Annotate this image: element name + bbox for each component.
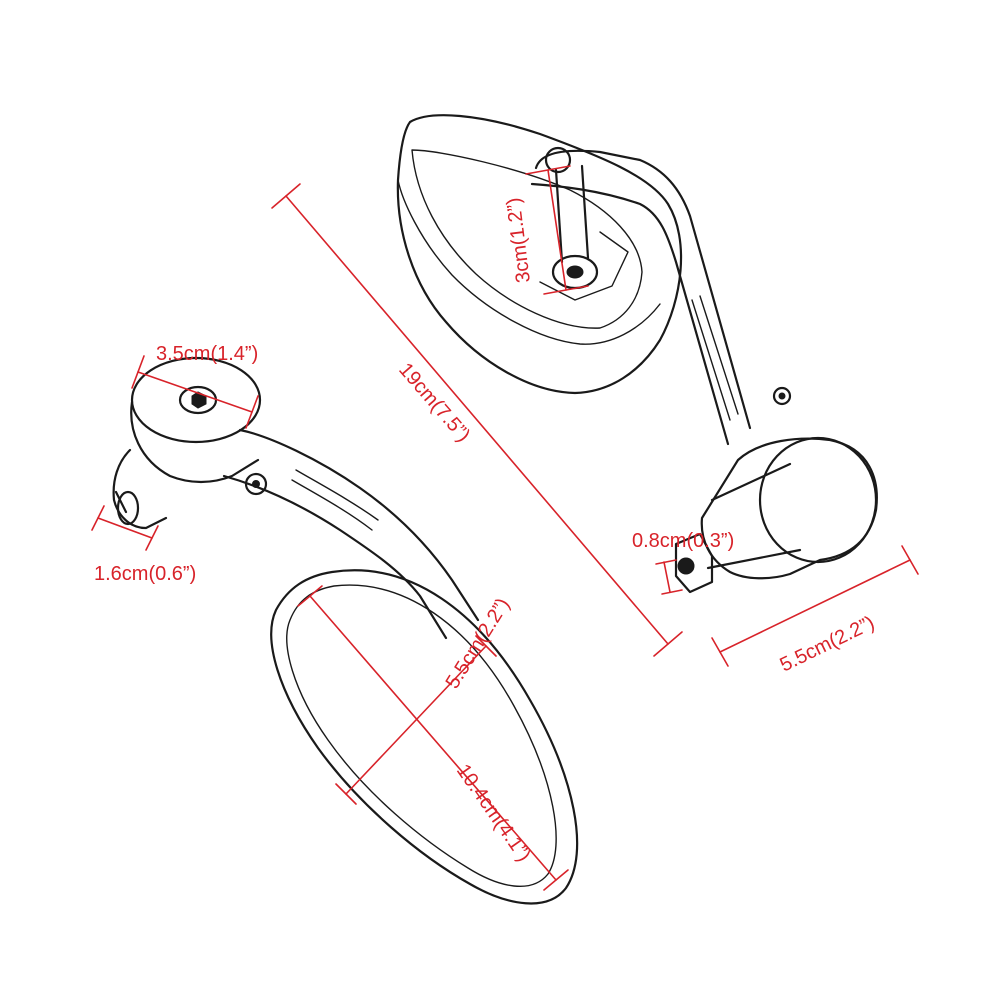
dim-cap-diameter-line [137, 371, 253, 413]
label-cap-diameter: 3.5cm(1.4”) [156, 343, 258, 365]
dim-plug-length-tick-right [145, 525, 159, 551]
dim-mirror-width-line [309, 595, 557, 881]
dim-total-length-line [285, 195, 669, 645]
right-mirror-housing-lip [397, 179, 661, 345]
dim-mirror-height-line [345, 645, 487, 795]
label-nut-width: 0.8cm(0.3”) [632, 530, 734, 552]
dim-plug-length-tick-left [91, 505, 105, 531]
label-body-width: 5.5cm(2.2”) [777, 612, 879, 677]
left-mirror-arm-groove [291, 469, 379, 531]
right-mirror-body-cap [758, 436, 878, 564]
dim-stem-length-line [547, 169, 567, 291]
right-mirror-drawing [396, 114, 878, 594]
right-mirror-body [700, 437, 878, 580]
right-mirror-body-sleeve [706, 462, 802, 570]
dim-nut-width-tick-top [655, 559, 677, 565]
right-mirror-nut-thread [677, 557, 695, 575]
dim-cap-diameter-tick-right [245, 395, 259, 429]
dim-mirror-height-tick-bottom [335, 783, 357, 805]
dim-body-width-line [719, 559, 911, 653]
right-mirror-stem [554, 164, 590, 264]
dimension-labels: 3cm(1.2”) 19cm(7.5”) 3.5cm(1.4”) 1.6cm(0… [94, 196, 878, 865]
dim-mirror-height-tick-top [475, 635, 497, 657]
left-mirror-glass-inner [286, 584, 557, 887]
right-mirror-arm-screw-center [778, 392, 786, 400]
dim-total-length-tick-top [271, 183, 301, 209]
left-mirror-arm-screw-center [252, 480, 260, 488]
right-mirror-housing [396, 114, 683, 395]
left-mirror-cap-side [130, 400, 260, 484]
dim-body-width-tick-left [711, 637, 729, 667]
right-mirror-arm-screw [772, 386, 792, 406]
dim-mirror-width-tick-bottom [543, 869, 569, 891]
label-stem-length: 3cm(1.2”) [503, 196, 535, 284]
left-mirror-arm [222, 428, 480, 640]
left-mirror-cap [130, 356, 262, 444]
right-mirror-stem-hole [566, 265, 584, 279]
right-mirror-facet [539, 231, 629, 301]
right-mirror-arm-groove [691, 295, 739, 421]
label-mirror-height: 5.5cm(2.2”) [442, 594, 515, 692]
dim-mirror-width-tick-top [297, 585, 323, 607]
dim-nut-width-tick-bottom [661, 589, 683, 595]
dim-total-length-tick-bottom [653, 631, 683, 657]
left-mirror-arm-screw [244, 472, 268, 496]
dim-body-width-tick-right [901, 545, 919, 575]
left-mirror-drawing [112, 356, 579, 905]
dim-stem-length-tick-bottom [543, 285, 589, 295]
label-plug-length: 1.6cm(0.6”) [94, 563, 196, 585]
left-mirror-glass-outer [270, 569, 579, 905]
left-mirror-cap-hex [191, 391, 207, 409]
right-mirror-stem-cap [544, 146, 572, 174]
dim-plug-length-line [97, 517, 153, 539]
left-mirror-plug [112, 448, 168, 530]
dim-stem-length-tick-top [525, 165, 571, 175]
dim-nut-width-line [663, 561, 671, 593]
dim-cap-diameter-tick-left [131, 355, 145, 389]
label-mirror-width: 10.4cm(4.1”) [452, 760, 535, 865]
left-mirror-plug-end [116, 490, 140, 526]
dimension-lines [91, 165, 919, 891]
right-mirror-housing-inner [411, 149, 643, 329]
right-mirror-nut [674, 532, 714, 594]
right-mirror-arm [530, 149, 752, 446]
